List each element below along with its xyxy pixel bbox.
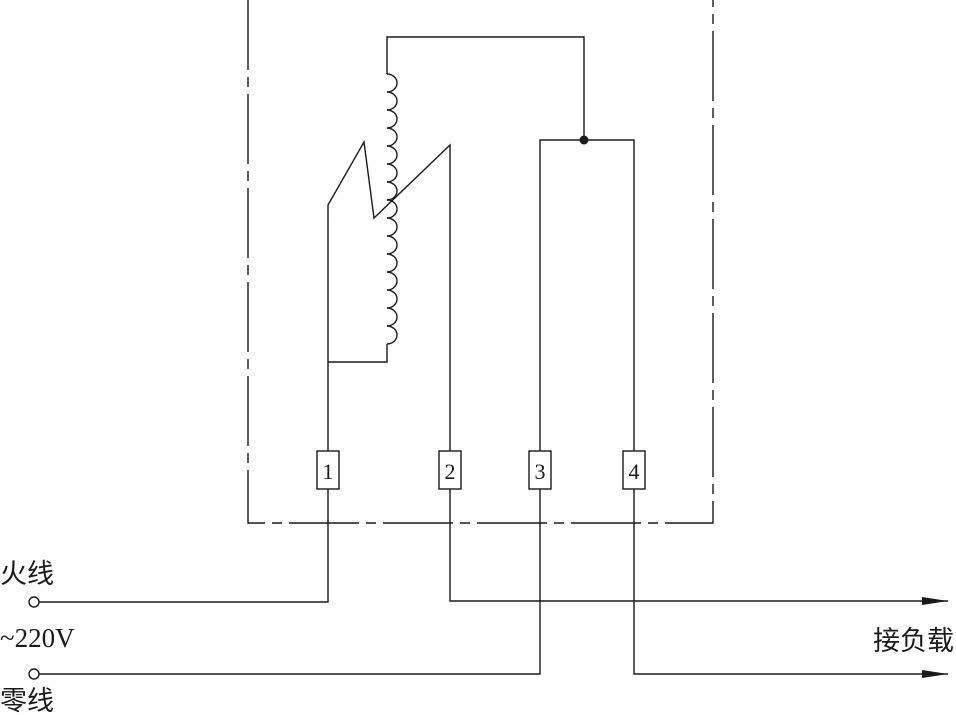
neutral-label: 零线 <box>0 686 54 715</box>
current-coil <box>386 199 398 345</box>
current-coil-circuit <box>327 139 451 455</box>
load-wire-1 <box>449 489 948 605</box>
terminal-2-label: 2 <box>445 459 456 484</box>
neutral-wire <box>39 489 541 675</box>
meter-enclosure <box>247 0 714 524</box>
neutral-bar <box>539 139 635 455</box>
voltage-coil <box>386 73 398 201</box>
load-label: 接负载 <box>873 626 954 656</box>
live-wire <box>39 489 329 603</box>
voltage-label: ~220V <box>0 623 75 653</box>
terminal-3-label: 3 <box>535 459 546 484</box>
voltage-coil-lead <box>386 36 585 140</box>
terminal-1-label: 1 <box>323 459 334 484</box>
live-label: 火线 <box>0 559 54 589</box>
current-coil-bottom-lead <box>328 344 388 363</box>
junction-dot <box>579 135 589 145</box>
terminal-4-label: 4 <box>629 459 640 484</box>
neutral-terminal <box>28 668 40 680</box>
live-terminal <box>28 596 40 608</box>
load-wire-2 <box>633 489 948 678</box>
